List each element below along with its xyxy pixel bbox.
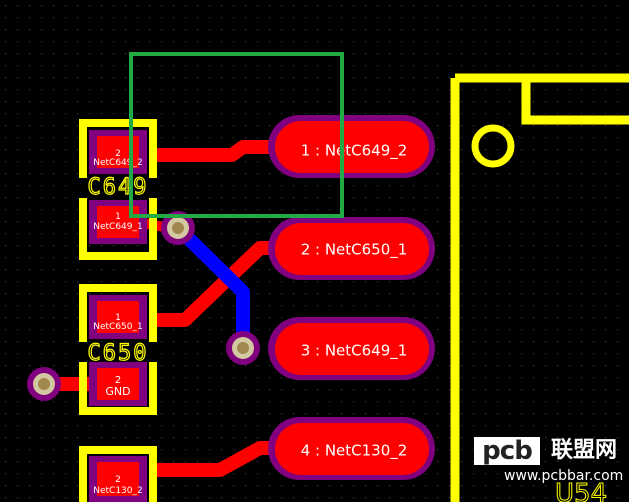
u54-pad-1[interactable] [275, 121, 429, 173]
u54-outline[interactable] [450, 73, 629, 502]
via-gnd[interactable] [27, 367, 61, 401]
u54-pad-2[interactable] [275, 223, 429, 275]
c130-pad2-number: 2 [115, 475, 121, 485]
via-netc649-1-top[interactable] [161, 211, 195, 245]
c650-designator: C650 [88, 341, 149, 366]
u54-pads[interactable]: 1 : NetC649_2 2 : NetC650_1 3 : NetC649_… [268, 115, 435, 480]
c650-pad-2[interactable] [97, 368, 139, 400]
c649-pad1-number: 1 [115, 212, 121, 222]
c130-pad2-net: NetC130_2 [93, 486, 143, 496]
watermark-url: www.pcbbar.com [504, 468, 624, 484]
c649-designator: C649 [88, 175, 149, 200]
u54-pad-1-label: 1 : NetC649_2 [301, 142, 408, 161]
u54-designator: U54 [555, 479, 607, 502]
u54-pad-4[interactable] [275, 423, 429, 475]
watermark-brand: pcb [474, 437, 540, 465]
c650-pad-1[interactable] [97, 301, 139, 333]
trace-netc649-2[interactable] [150, 140, 292, 162]
component-c649[interactable]: C649 2 NetC649_2 1 NetC649_1 [76, 119, 160, 260]
pcbbar-watermark: pcb 联盟网 www.pcbbar.com [474, 437, 626, 487]
watermark-cn: 联盟网 [550, 438, 617, 463]
c130-pad-2[interactable] [97, 462, 139, 496]
u54-pad-3[interactable] [275, 323, 429, 375]
selection-rectangle[interactable] [129, 52, 344, 218]
u54-notch [521, 78, 629, 125]
c650-pad1-number: 1 [115, 313, 121, 323]
component-c650[interactable]: C650 1 NetC650_1 2 GND [76, 284, 160, 415]
component-c130[interactable]: 2 NetC130_2 [79, 446, 157, 502]
c649-pad2-number: 2 [115, 149, 121, 159]
u54-pad-2-label: 2 : NetC650_1 [301, 241, 408, 260]
c650-pad1-net: NetC650_1 [93, 322, 143, 332]
pin1-marker-circle [471, 124, 515, 168]
c650-pad2-net: GND [105, 385, 130, 398]
c130-silkscreen-outline [79, 446, 157, 502]
u54-pad-3-label: 3 : NetC649_1 [301, 342, 408, 361]
c649-label-bg [76, 178, 160, 198]
c649-pad2-net: NetC649_2 [93, 158, 143, 168]
c650-pad2-number: 2 [115, 375, 121, 386]
bottom-trace-netc649-1[interactable] [173, 223, 250, 348]
via-netc649-1-bottom[interactable] [226, 331, 260, 365]
u54-pad-4-label: 4 : NetC130_2 [301, 442, 408, 461]
c650-label-bg [76, 342, 160, 362]
c649-pad1-net: NetC649_1 [93, 222, 143, 232]
